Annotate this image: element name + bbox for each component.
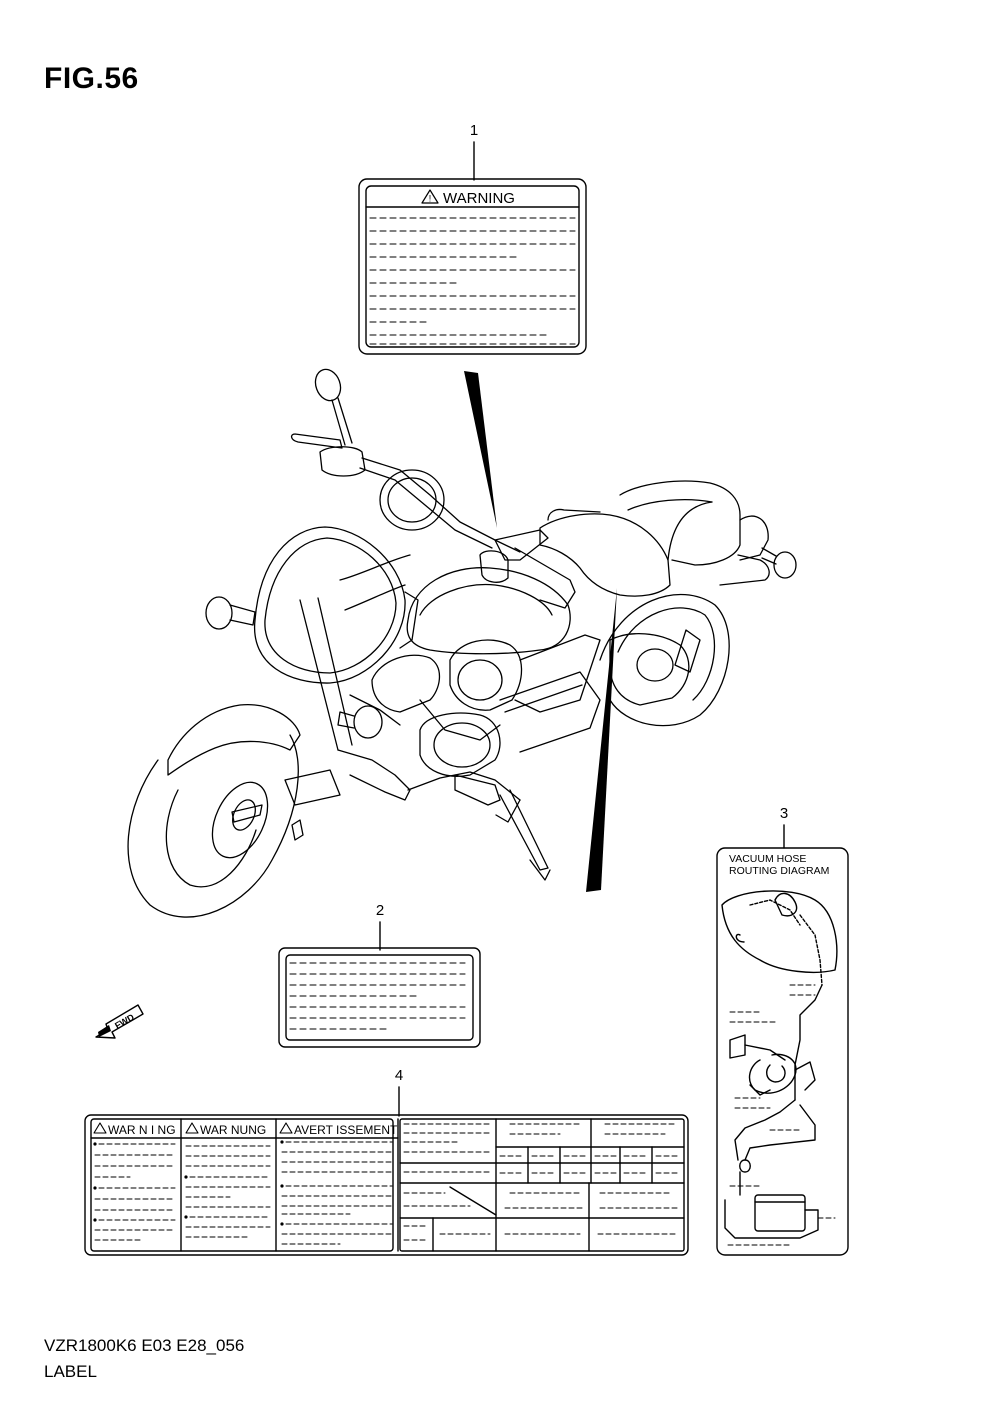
- leader-wedge-1: [464, 371, 497, 528]
- svg-text:3: 3: [780, 805, 788, 822]
- svg-text:4: 4: [395, 1067, 403, 1084]
- callout-2: 2: [376, 902, 384, 951]
- svg-text:!: !: [429, 194, 432, 204]
- vacuum-title-1: VACUUM HOSE: [729, 853, 806, 865]
- header-warning-fr: AVERT ISSEMENT: [294, 1123, 398, 1137]
- vacuum-hose-label-3: VACUUM HOSE ROUTING DIAGRAM: [716, 847, 849, 1256]
- multilingual-label-4: WAR N I NG WAR NUNG AVERT ISSEMENT: [84, 1114, 689, 1256]
- warning-triangle-icon: [421, 189, 439, 204]
- vacuum-title-2: ROUTING DIAGRAM: [729, 865, 829, 877]
- svg-text:2: 2: [376, 902, 384, 919]
- header-warning-en: WAR N I NG: [108, 1123, 176, 1137]
- callout-4: 4: [395, 1067, 403, 1117]
- motorcycle-drawing: [127, 368, 797, 918]
- warning-heading: WARNING: [443, 190, 515, 207]
- diagram-name: LABEL: [44, 1362, 97, 1381]
- diagram-code: VZR1800K6 E03 E28_056: [44, 1336, 245, 1355]
- warning-triangle-icon: [93, 1122, 107, 1134]
- svg-text:1: 1: [470, 122, 478, 139]
- leader-wedge-2: [586, 588, 617, 892]
- fwd-arrow-icon: FWD: [95, 1004, 144, 1039]
- warning-triangle-icon: [279, 1122, 293, 1134]
- callout-1: 1: [470, 122, 478, 181]
- warning-triangle-icon: [185, 1122, 199, 1134]
- callout-3: 3: [780, 805, 788, 849]
- warning-label-1: ! WARNING: [358, 178, 587, 355]
- figure-title: FIG.56: [44, 62, 139, 95]
- header-warning-de: WAR NUNG: [200, 1123, 266, 1137]
- svg-text:FWD: FWD: [113, 1012, 136, 1031]
- info-label-2: [278, 947, 481, 1048]
